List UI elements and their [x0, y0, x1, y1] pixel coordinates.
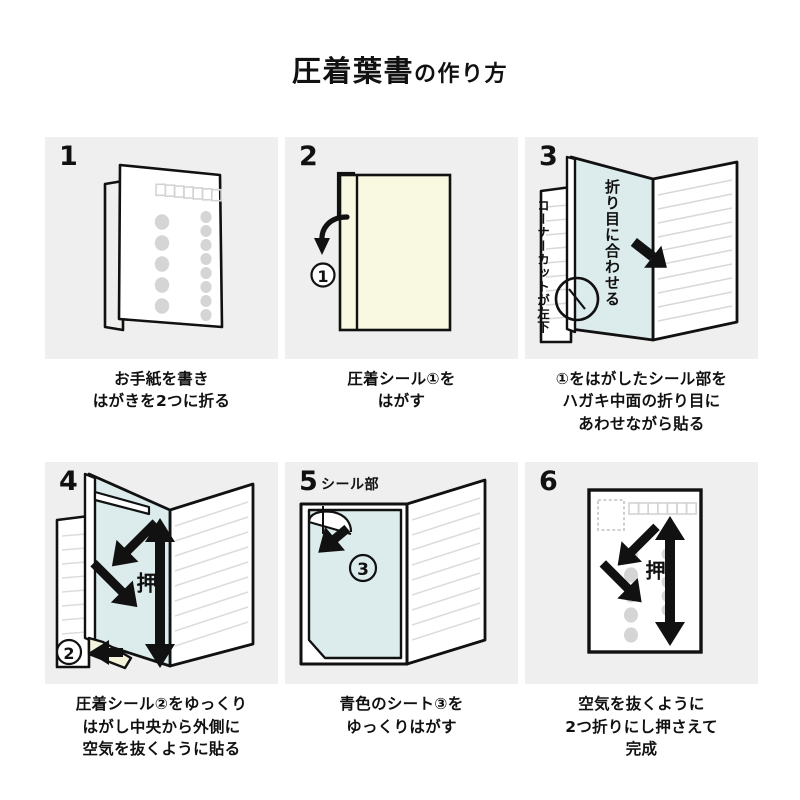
- step-6-label-press: 押: [642, 560, 666, 582]
- page-title-main: 圧着葉書: [291, 54, 414, 88]
- page-title-suffix: の作り方: [414, 62, 509, 87]
- step-3-label-align-fold: 折り目に合わせる: [603, 179, 621, 307]
- finished-postcard-icon: [587, 488, 703, 655]
- step-6-number: 6: [539, 466, 558, 498]
- step-3-caption-line-1: ①をはがしたシール部を: [555, 370, 728, 388]
- step-4-caption-line-2: はがし中央から外側に: [82, 717, 241, 736]
- step-2: 2: [285, 137, 518, 435]
- step-6-caption-line-1: 空気を抜くように: [578, 695, 705, 714]
- step-5-label-seal-area: シール部: [321, 477, 379, 494]
- step-4: 4: [45, 462, 278, 760]
- step-1-caption-line-1: お手紙を書き: [114, 370, 209, 388]
- steps-grid: 1: [45, 137, 758, 761]
- step-2-caption-line-1: 圧着シール①を: [347, 370, 456, 388]
- align-seal-to-fold-icon: [539, 155, 739, 344]
- svg-text:3: 3: [357, 560, 369, 580]
- step-1-illustration: 1: [45, 137, 278, 359]
- step-1-caption-line-2: はがきを2つに折る: [92, 392, 231, 411]
- step-1-caption: お手紙を書き はがきを2つに折る: [45, 368, 278, 413]
- page-title: 圧着葉書の作り方: [0, 48, 800, 90]
- step-4-number: 4: [59, 466, 78, 498]
- step-6-illustration: 6: [525, 462, 758, 685]
- step-3: 3: [525, 137, 758, 435]
- step-1: 1: [45, 137, 278, 435]
- step-2-caption-line-2: はがす: [377, 392, 426, 411]
- step-5: 5: [285, 462, 518, 760]
- step-4-caption-line-1: 圧着シール②をゆっくり: [75, 695, 248, 714]
- step-3-caption-line-3: あわせながら貼る: [578, 414, 705, 433]
- step-3-number: 3: [539, 141, 558, 172]
- steps-row-1: 1: [45, 137, 758, 435]
- step-4-illustration: 4: [45, 462, 278, 685]
- step-5-caption-line-2: ゆっくりはがす: [346, 717, 457, 736]
- press-seal-2-icon: 2: [55, 473, 255, 670]
- step-3-caption-line-2: ハガキ中面の折り目に: [562, 392, 721, 411]
- step-1-number: 1: [59, 141, 78, 172]
- step-2-caption: 圧着シール①を はがす: [285, 368, 518, 413]
- step-6-caption: 空気を抜くように 2つ折りにし押さえて 完成: [525, 693, 758, 760]
- steps-row-2: 4: [45, 462, 758, 760]
- svg-text:1: 1: [317, 267, 328, 286]
- peel-seal-1-icon: 1: [310, 171, 452, 332]
- step-2-number: 2: [299, 141, 318, 172]
- step-6-caption-line-2: 2つ折りにし押さえて: [565, 717, 718, 736]
- step-5-caption: 青色のシート③を ゆっくりはがす: [285, 693, 518, 738]
- step-4-label-press: 押: [134, 572, 158, 595]
- step-3-label-corner-cut: コーナーカットが左下: [535, 199, 550, 334]
- step-2-illustration: 2: [285, 137, 518, 359]
- step-6: 6: [525, 462, 758, 760]
- peel-blue-sheet-3-icon: 3: [299, 479, 487, 666]
- step-5-illustration: 5: [285, 462, 518, 685]
- step-3-illustration: 3: [525, 137, 758, 359]
- step-5-caption-line-1: 青色のシート③を: [339, 695, 464, 714]
- step-6-caption-line-3: 完成: [625, 740, 658, 759]
- step-5-number: 5: [299, 466, 318, 498]
- step-3-caption: ①をはがしたシール部を ハガキ中面の折り目に あわせながら貼る: [525, 368, 758, 435]
- step-4-caption: 圧着シール②をゆっくり はがし中央から外側に 空気を抜くように貼る: [45, 693, 278, 760]
- step-4-caption-line-3: 空気を抜くように貼る: [82, 740, 241, 759]
- svg-text:2: 2: [63, 644, 74, 663]
- postcard-folded-icon: [103, 163, 224, 332]
